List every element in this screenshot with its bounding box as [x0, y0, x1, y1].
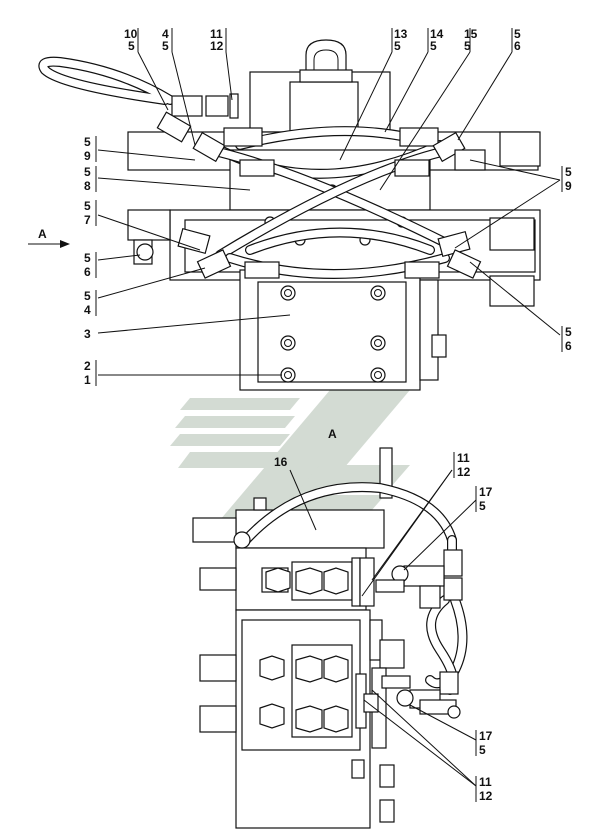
- callout-4-5: 45: [162, 27, 173, 53]
- callout-17-5-upper: 175: [475, 485, 493, 513]
- svg-text:5: 5: [84, 251, 91, 265]
- callout-5-8: 58: [84, 165, 97, 193]
- svg-text:4: 4: [84, 303, 91, 317]
- leader-lines-top: [97, 51, 561, 376]
- callout-5-6-left: 56: [84, 251, 97, 279]
- svg-text:16: 16: [274, 455, 288, 469]
- svg-text:12: 12: [210, 39, 224, 53]
- svg-text:12: 12: [457, 465, 471, 479]
- callout-15-5: 155: [464, 27, 478, 53]
- svg-text:11: 11: [210, 27, 223, 41]
- svg-text:5: 5: [464, 39, 471, 53]
- arrow-label: A: [38, 227, 47, 241]
- svg-text:8: 8: [84, 179, 91, 193]
- fittings-side: [233, 531, 463, 719]
- callout-13-5: 135: [391, 27, 408, 53]
- svg-text:2: 2: [84, 359, 91, 373]
- svg-text:17: 17: [479, 729, 493, 743]
- svg-text:5: 5: [162, 39, 169, 53]
- callout-17-5-lower: 175: [475, 729, 493, 757]
- fittings-top: [156, 93, 486, 279]
- svg-text:5: 5: [84, 199, 91, 213]
- svg-text:5: 5: [84, 289, 91, 303]
- view-arrow: A: [28, 227, 70, 248]
- callout-5-7: 57: [84, 199, 97, 227]
- svg-text:5: 5: [394, 39, 401, 53]
- callout-16: 16: [274, 455, 288, 469]
- watermark-logo: [170, 390, 410, 520]
- callout-10-5: 105: [124, 27, 139, 53]
- svg-text:1: 1: [84, 373, 91, 387]
- svg-text:5: 5: [514, 27, 521, 41]
- svg-text:7: 7: [84, 213, 91, 227]
- svg-text:12: 12: [479, 789, 493, 803]
- callout-2-1: 21: [84, 359, 97, 387]
- svg-text:6: 6: [514, 39, 521, 53]
- svg-text:4: 4: [162, 27, 169, 41]
- svg-text:5: 5: [565, 325, 572, 339]
- svg-text:5: 5: [128, 39, 135, 53]
- view-label: A: [328, 427, 337, 441]
- svg-text:5: 5: [479, 743, 486, 757]
- svg-text:5: 5: [565, 165, 572, 179]
- svg-text:9: 9: [565, 179, 572, 193]
- svg-text:17: 17: [479, 485, 493, 499]
- svg-text:15: 15: [464, 27, 478, 41]
- leader-lines-side: [289, 469, 477, 787]
- callout-5-9-right: 59: [561, 165, 572, 193]
- svg-text:10: 10: [124, 27, 138, 41]
- callout-5-9-left: 59: [84, 135, 97, 163]
- svg-text:5: 5: [84, 135, 91, 149]
- svg-text:13: 13: [394, 27, 408, 41]
- svg-text:6: 6: [565, 339, 572, 353]
- svg-text:11: 11: [457, 451, 470, 465]
- svg-text:6: 6: [84, 265, 91, 279]
- svg-text:5: 5: [430, 39, 437, 53]
- callout-5-4: 54: [84, 289, 97, 317]
- callout-3: 3: [84, 327, 91, 341]
- callout-5-6-top-right: 56: [511, 27, 521, 53]
- callout-5-6-bottom-right: 56: [561, 325, 572, 353]
- svg-text:11: 11: [479, 775, 492, 789]
- svg-text:3: 3: [84, 327, 91, 341]
- callout-14-5: 145: [427, 27, 444, 53]
- svg-text:5: 5: [84, 165, 91, 179]
- svg-text:5: 5: [479, 499, 486, 513]
- svg-text:9: 9: [84, 149, 91, 163]
- svg-text:14: 14: [430, 27, 444, 41]
